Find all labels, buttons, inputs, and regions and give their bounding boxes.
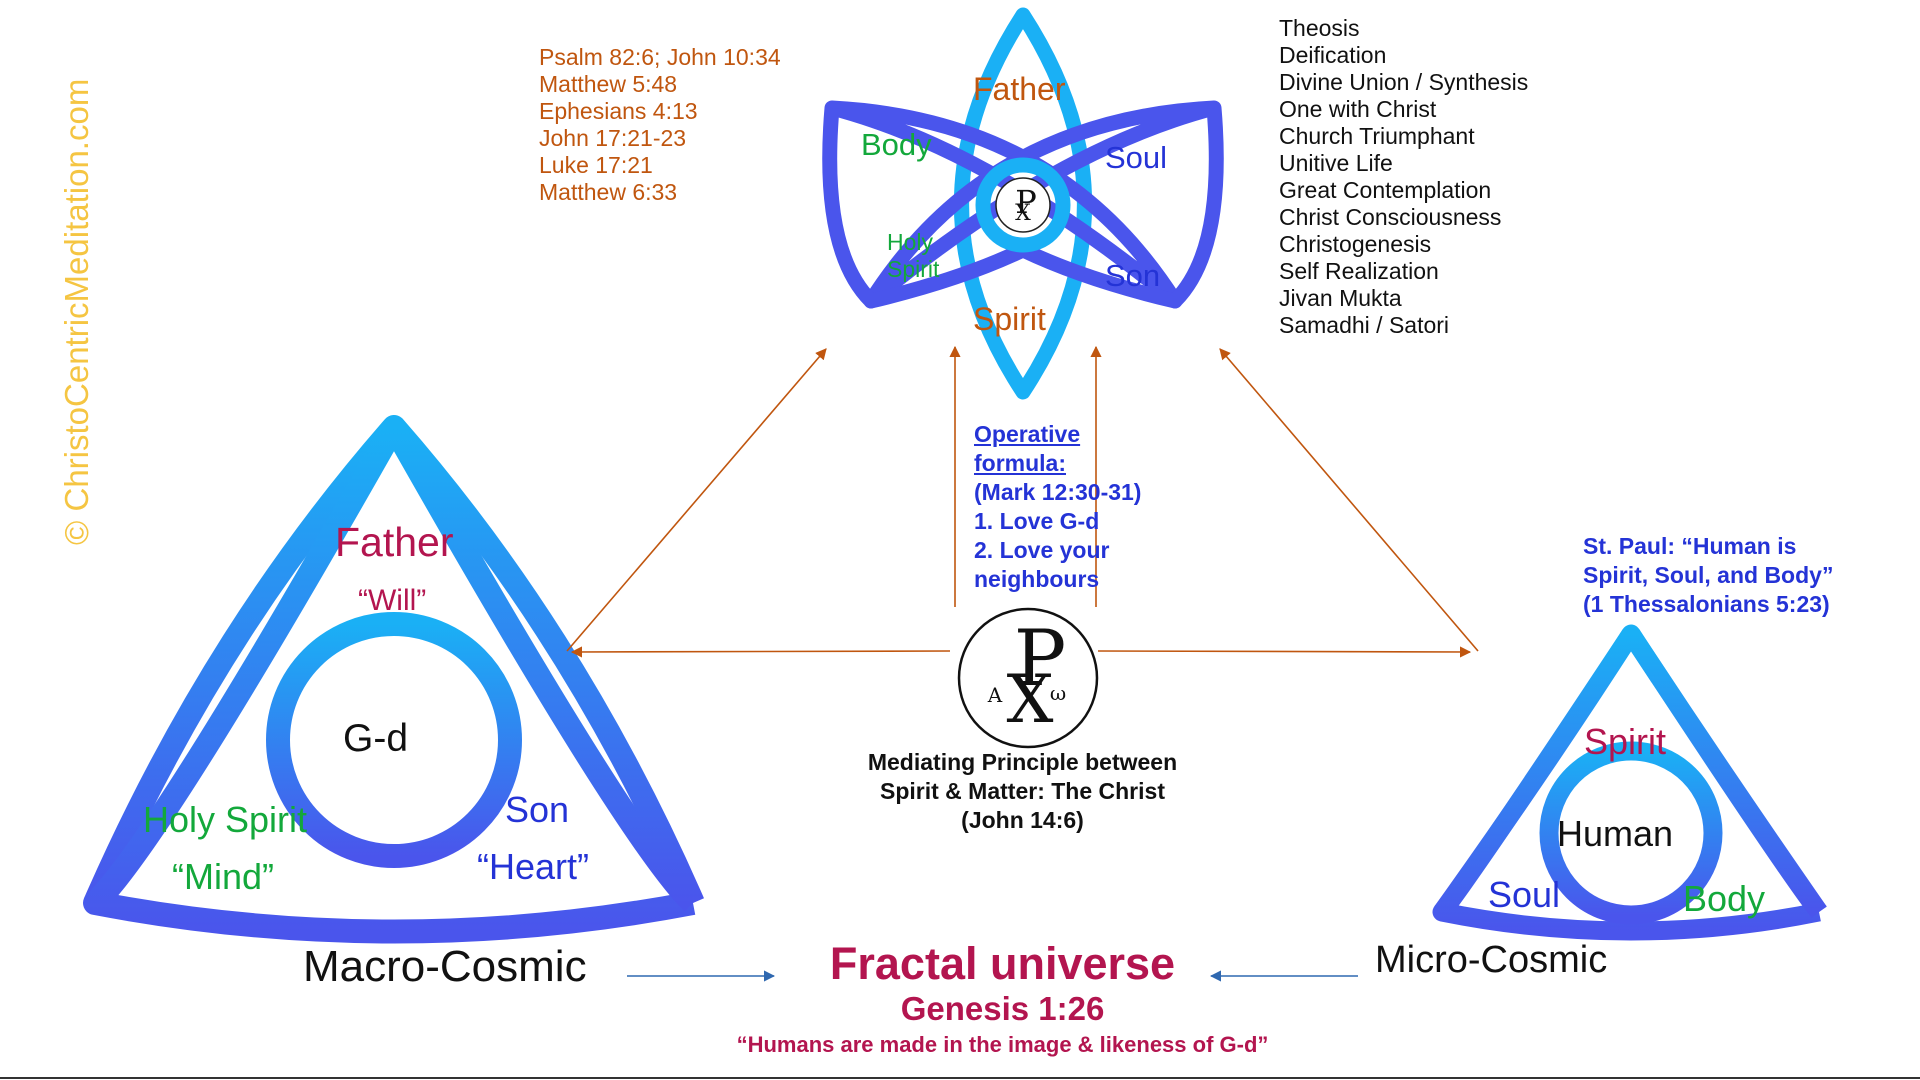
star-left-lower-petal — [822, 107, 1027, 309]
ref-line: Matthew 6:33 — [539, 179, 678, 205]
formula-title-1: Operative — [974, 421, 1081, 447]
star-label-spirit-small: Spirit — [887, 256, 940, 282]
star-label-son: Son — [1105, 258, 1161, 293]
union-term: Divine Union / Synthesis — [1279, 69, 1529, 95]
ref-line: John 17:21-23 — [539, 125, 687, 151]
micro-label-center: Human — [1557, 813, 1674, 854]
union-terms-list: Theosis Deification Divine Union / Synth… — [1279, 15, 1528, 339]
mediating-caption: Mediating Principle between Spirit & Mat… — [820, 748, 1225, 835]
micro-label-soul: Soul — [1488, 874, 1561, 915]
unity-star — [822, 7, 1224, 400]
union-term: Self Realization — [1279, 258, 1439, 284]
rho-glyph: P — [1014, 614, 1066, 704]
star-label-father: Father — [973, 71, 1066, 107]
scripture-refs: Psalm 82:6; John 10:34 Matthew 5:48 Ephe… — [539, 44, 781, 206]
chi-glyph: X — [1007, 661, 1054, 738]
ref-line: Luke 17:21 — [539, 152, 653, 178]
star-center-ring — [975, 157, 1071, 253]
alpha-glyph: A — [987, 683, 1003, 707]
micro-label-spirit: Spirit — [1584, 721, 1667, 762]
macro-triquetra — [83, 415, 704, 944]
micro-top-arc — [1434, 624, 1827, 918]
macro-right-arc — [383, 421, 702, 912]
macro-caption: Macro-Cosmic — [303, 942, 587, 991]
star-label-soul: Soul — [1105, 140, 1168, 175]
macro-label-mind: “Mind” — [172, 856, 275, 897]
ref-line: Ephesians 4:13 — [539, 98, 698, 124]
micro-right-arc — [1623, 628, 1827, 918]
ref-line: Psalm 82:6; John 10:34 — [539, 44, 781, 70]
formula-item-2: 2. Love your — [974, 537, 1110, 563]
union-term: One with Christ — [1279, 96, 1437, 122]
macro-label-heart: “Heart” — [477, 846, 590, 887]
fractal-ref: Genesis 1:26 — [900, 990, 1105, 1027]
star-right-lower-petal — [1019, 107, 1224, 309]
union-term: Samadhi / Satori — [1279, 312, 1450, 338]
macro-label-son: Son — [505, 789, 570, 830]
st-paul-quote: St. Paul: “Human is Spirit, Soul, and Bo… — [1583, 532, 1833, 619]
fractal-block: Fractal universe Genesis 1:26 “Humans ar… — [700, 938, 1305, 1062]
macro-center-ring — [266, 612, 522, 868]
union-term: Unitive Life — [1279, 150, 1393, 176]
arrow-to-micro — [1097, 646, 1472, 658]
arrow-to-macro — [570, 646, 951, 658]
omega-glyph: ω — [1050, 681, 1066, 705]
small-chi: X — [1015, 201, 1031, 226]
formula-ref: (Mark 12:30-31) — [974, 479, 1142, 505]
fractal-title: Fractal universe — [829, 938, 1176, 989]
union-term: Christ Consciousness — [1279, 204, 1502, 230]
union-term: Deification — [1279, 42, 1387, 68]
macro-label-holy-spirit: Holy Spirit — [143, 799, 308, 840]
watermark-text: © ChristoCentricMeditation.com — [58, 78, 95, 545]
paul-line-2: Spirit, Soul, and Body” — [1583, 562, 1834, 588]
paul-line-1: St. Paul: “Human is — [1583, 533, 1797, 559]
macro-label-will: “Will” — [358, 584, 427, 617]
arrow-macro-to-star — [566, 348, 827, 652]
fractal-quote: “Humans are made in the image & likeness… — [736, 1032, 1269, 1057]
mediating-line-2: Spirit & Matter: The Christ — [880, 778, 1165, 804]
micro-label-body: Body — [1683, 878, 1766, 919]
union-term: Theosis — [1279, 15, 1360, 41]
union-term: Christogenesis — [1279, 231, 1432, 257]
small-rho: P — [1015, 183, 1037, 221]
union-term: Jivan Mukta — [1279, 285, 1402, 311]
formula-item-3: neighbours — [974, 566, 1100, 592]
chi-rho-small-emblem: P X — [995, 177, 1051, 233]
mediating-line-3: (John 14:6) — [961, 807, 1084, 833]
formula-title-2: formula: — [974, 450, 1066, 476]
star-label-body: Body — [861, 127, 932, 162]
micro-caption: Micro-Cosmic — [1375, 939, 1608, 981]
micro-triquetra — [1432, 624, 1827, 941]
macro-label-father: Father — [335, 519, 454, 565]
chi-rho-emblem: P X A ω — [957, 607, 1099, 749]
star-label-spirit: Spirit — [973, 301, 1046, 337]
paul-line-3: (1 Thessalonians 5:23) — [1583, 591, 1830, 617]
micro-center-ring — [1539, 741, 1723, 925]
formula-item-1: 1. Love G-d — [974, 508, 1100, 534]
macro-left-arc — [83, 421, 696, 944]
star-label-holy: Holy — [887, 229, 934, 255]
union-term: Great Contemplation — [1279, 177, 1492, 203]
arrow-micro-to-star — [1219, 348, 1479, 652]
mediating-line-1: Mediating Principle between — [867, 749, 1178, 775]
micro-left-arc — [1432, 628, 1821, 941]
mediation-arrows — [566, 345, 1479, 658]
macro-label-center: G-d — [343, 717, 409, 760]
union-term: Church Triumphant — [1279, 123, 1475, 149]
operative-formula: Operative formula: (Mark 12:30-31) 1. Lo… — [974, 420, 1141, 594]
ref-line: Matthew 5:48 — [539, 71, 678, 97]
